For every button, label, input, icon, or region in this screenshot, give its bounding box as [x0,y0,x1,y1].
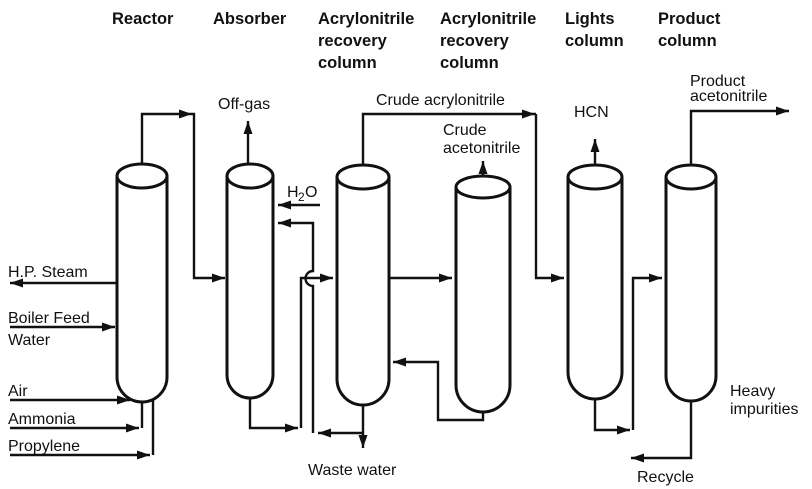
heavy-impurities-label-line2: impurities [730,401,798,418]
stream-lights-feed-line [534,114,564,283]
recycle-label: Recycle [637,469,694,486]
product-acetonitrile-label-line2: acetonitrile [690,88,767,105]
recovery2-body [454,187,512,414]
lights-column-vessel [566,163,624,401]
stream-recycle-line [631,396,693,463]
recovery1-title-line1: Acrylonitrile [318,10,414,28]
stream-water-recycle-line [278,218,315,433]
reactor-title: Reactor [112,10,174,28]
lights-top [566,163,624,191]
product-acetonitrile-label-line1: Product [690,73,746,90]
crude-acrylonitrile-label: Crude acrylonitrile [376,92,505,109]
hcn-label: HCN [574,104,609,121]
recovery2-title-line3: column [440,54,499,72]
boiler-feed-label-line1: Boiler Feed [8,310,90,327]
acrylonitrile-recovery-column-1-vessel [335,163,391,407]
absorber-top [225,162,275,190]
recovery1-top [335,163,391,191]
product-title-line1: Product [658,10,721,28]
recovery1-body [335,177,391,407]
stream-labels: H.P. Steam Boiler Feed Water Air Ammonia… [8,73,798,486]
lights-title-line2: column [565,32,624,50]
hp-steam-label: H.P. Steam [8,264,88,281]
h2o-label: H 2 O [287,184,317,204]
stream-recovery1-feed-line [299,273,333,428]
recovery2-title-line1: Acrylonitrile [440,10,536,28]
h2o-label-subscript: 2 [298,190,305,204]
stream-absorber-bottoms-line [248,392,298,433]
product-column-vessel [664,163,718,403]
absorber-body [225,176,275,400]
stream-product-feed-line [631,273,662,430]
reactor-top [115,162,169,190]
h2o-label-h: H [287,184,299,201]
lights-title-line1: Lights [565,10,615,28]
stream-reactor-overhead-line [140,112,225,283]
recovery2-top [454,174,512,200]
stream-crude-acrylonitrile-line [361,112,536,172]
reactor-overhead-arrowhead [179,109,192,119]
crude-acrylonitrile-arrowhead [522,109,535,119]
reactor-body [115,176,169,404]
off-gas-label: Off-gas [218,96,270,113]
propylene-label: Propylene [8,438,80,455]
crude-acetonitrile-label-line1: Crude [443,122,487,139]
flow-lines [10,106,789,463]
product-body [664,177,718,403]
recovery2-title-line2: recovery [440,32,510,50]
boiler-feed-label-line2: Water [8,332,51,349]
column-titles: Reactor Absorber Acrylonitrile recovery … [112,10,721,72]
waste-water-label: Waste water [308,462,397,479]
stream-product-acetonitrile-line [689,106,789,172]
acrylonitrile-recovery-column-2-vessel [454,174,512,414]
heavy-impurities-label-line1: Heavy [730,383,775,400]
absorber-title: Absorber [213,10,287,28]
absorber-vessel [225,162,275,400]
stream-recovery2-bottoms-line [393,357,485,422]
air-label: Air [8,383,28,400]
ammonia-label: Ammonia [8,411,76,428]
recovery1-title-line3: column [318,54,377,72]
reactor-vessel [115,162,169,404]
h2o-label-o: O [305,184,317,201]
vessels [115,162,718,414]
lights-body [566,177,624,401]
product-top [664,163,718,191]
product-title-line2: column [658,32,717,50]
stream-lights-bottoms-line [593,392,630,435]
recovery1-title-line2: recovery [318,32,388,50]
crude-acetonitrile-label-line2: acetonitrile [443,140,520,157]
